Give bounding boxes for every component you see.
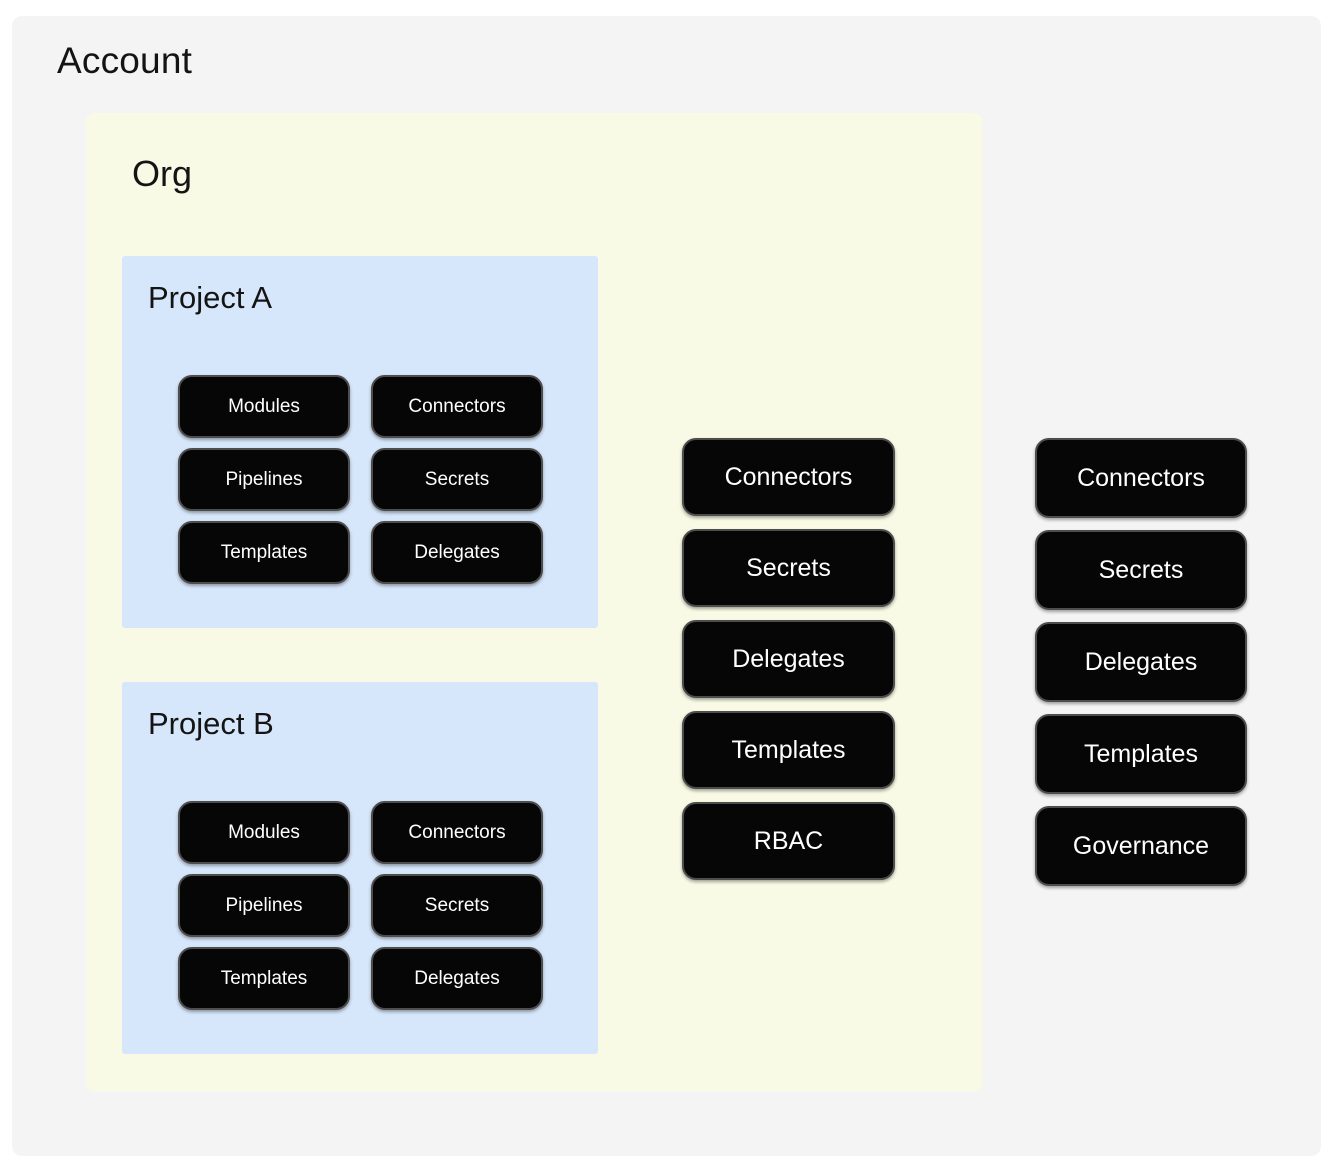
pill-templates: Templates	[682, 711, 895, 789]
pill-connectors: Connectors	[371, 375, 543, 438]
account-title: Account	[57, 40, 193, 81]
org-pill-column: Connectors Secrets Delegates Templates R…	[682, 438, 895, 880]
org-title: Org	[132, 153, 193, 194]
pill-delegates: Delegates	[1035, 622, 1247, 702]
pill-secrets: Secrets	[371, 874, 543, 937]
pill-connectors: Connectors	[682, 438, 895, 516]
project-a-pill-grid: Modules Connectors Pipelines Secrets Tem…	[178, 375, 543, 584]
pill-secrets: Secrets	[1035, 530, 1247, 610]
pill-governance: Governance	[1035, 806, 1247, 886]
pill-templates: Templates	[178, 947, 350, 1010]
project-b-container: Project B Modules Connectors Pipelines S…	[122, 682, 598, 1054]
org-container: Org Project A Modules Connectors Pipelin…	[86, 113, 982, 1092]
pill-delegates: Delegates	[371, 947, 543, 1010]
pill-secrets: Secrets	[371, 448, 543, 511]
project-b-title: Project B	[148, 706, 274, 741]
pill-secrets: Secrets	[682, 529, 895, 607]
pill-templates: Templates	[178, 521, 350, 584]
pill-pipelines: Pipelines	[178, 874, 350, 937]
pill-delegates: Delegates	[371, 521, 543, 584]
project-a-container: Project A Modules Connectors Pipelines S…	[122, 256, 598, 628]
pill-pipelines: Pipelines	[178, 448, 350, 511]
account-container: Account Org Project A Modules Connectors…	[12, 16, 1321, 1156]
pill-modules: Modules	[178, 801, 350, 864]
pill-templates: Templates	[1035, 714, 1247, 794]
pill-delegates: Delegates	[682, 620, 895, 698]
pill-connectors: Connectors	[1035, 438, 1247, 518]
project-a-title: Project A	[148, 280, 273, 315]
project-b-pill-grid: Modules Connectors Pipelines Secrets Tem…	[178, 801, 543, 1010]
account-pill-column: Connectors Secrets Delegates Templates G…	[1035, 438, 1247, 886]
pill-modules: Modules	[178, 375, 350, 438]
pill-connectors: Connectors	[371, 801, 543, 864]
pill-rbac: RBAC	[682, 802, 895, 880]
